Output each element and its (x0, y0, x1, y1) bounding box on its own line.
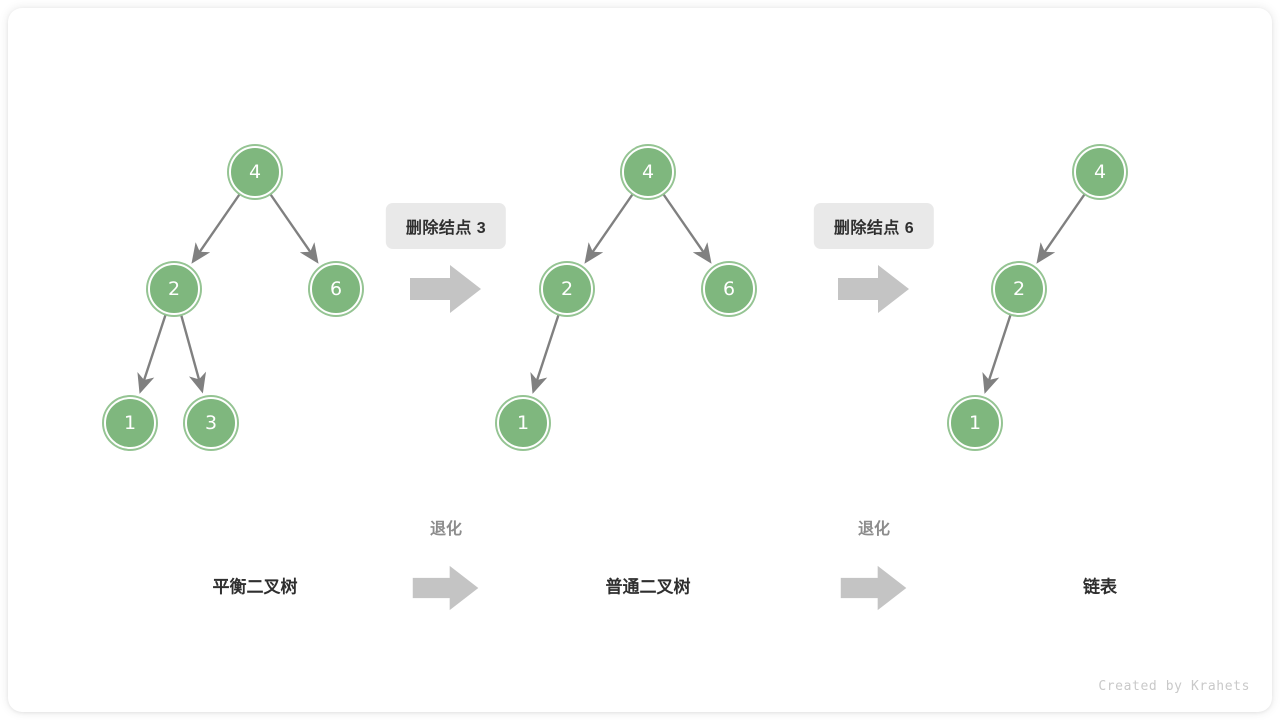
tree-node-6[interactable]: 6 (703, 263, 755, 315)
tree-node-6[interactable]: 6 (310, 263, 362, 315)
block-arrow-icon (412, 565, 479, 611)
top-arrow-1 (410, 263, 482, 320)
delete-node-6-label: 删除结点 6 (813, 203, 935, 249)
block-arrow-icon (838, 265, 909, 313)
tree-node-1[interactable]: 1 (949, 397, 1001, 449)
bottom-arrow-1 (412, 564, 480, 617)
degrade-label-1: 退化 (429, 521, 463, 538)
block-arrow-icon (410, 265, 481, 313)
tree-node-2[interactable]: 2 (993, 263, 1045, 315)
tree-edge (1036, 192, 1087, 264)
tree-node-2[interactable]: 2 (541, 263, 593, 315)
tree-edges-layer (137, 192, 1087, 394)
delete-node-3-label: 删除结点 3 (385, 203, 507, 249)
top-arrow-2 (838, 263, 910, 320)
tree-node-2[interactable]: 2 (148, 263, 200, 315)
tree-edge (268, 192, 319, 264)
credit-watermark: Created by Krahets (1098, 679, 1250, 694)
tree-edge (191, 192, 242, 264)
tree-edge (530, 313, 561, 394)
caption-list: 链表 (1083, 577, 1117, 597)
degrade-label-2: 退化 (857, 521, 891, 538)
edge-group (137, 192, 1087, 394)
tree-edge (179, 313, 207, 394)
bottom-arrow-2 (840, 564, 908, 617)
block-arrow-icon (840, 565, 907, 611)
tree-edge (584, 192, 635, 264)
tree-edge (982, 313, 1013, 394)
tree-edge (661, 192, 712, 264)
tree-node-1[interactable]: 1 (104, 397, 156, 449)
tree-node-3[interactable]: 3 (185, 397, 237, 449)
tree-node-4[interactable]: 4 (622, 146, 674, 198)
tree-node-1[interactable]: 1 (497, 397, 549, 449)
tree-node-4[interactable]: 4 (229, 146, 281, 198)
caption-ordinary: 普通二叉树 (605, 577, 691, 597)
tree-edge (137, 313, 168, 394)
tree-node-4[interactable]: 4 (1074, 146, 1126, 198)
caption-balanced: 平衡二叉树 (212, 577, 298, 597)
